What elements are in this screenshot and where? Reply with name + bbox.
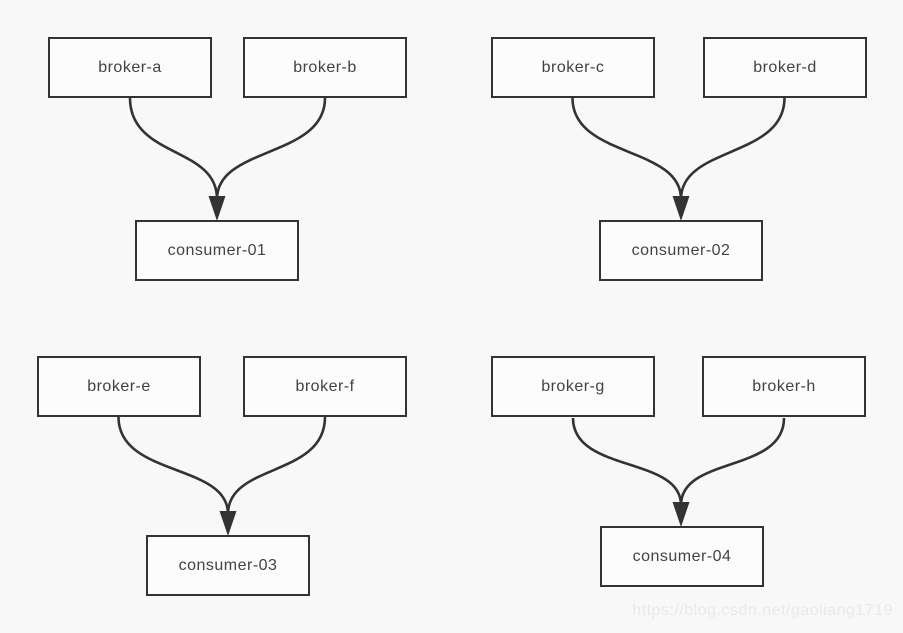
node-label: broker-h xyxy=(752,377,816,395)
arrowhead-consumer-03 xyxy=(219,511,237,536)
node-broker-f: broker-f xyxy=(243,356,407,417)
node-broker-g: broker-g xyxy=(491,356,655,417)
edge-broker-e-consumer-03 xyxy=(117,416,230,515)
node-broker-c: broker-c xyxy=(491,37,655,98)
node-label: broker-d xyxy=(753,58,817,76)
edge-broker-g-consumer-04 xyxy=(571,417,683,506)
node-label: consumer-02 xyxy=(631,241,731,259)
watermark-url: https://blog.csdn.net/gaoliang1719 xyxy=(632,602,893,619)
arrowhead-consumer-04 xyxy=(672,502,690,527)
node-broker-b: broker-b xyxy=(243,37,407,98)
node-label: broker-e xyxy=(87,377,151,395)
edge-broker-d-consumer-02 xyxy=(679,97,786,200)
node-label: broker-f xyxy=(295,377,355,395)
node-broker-a: broker-a xyxy=(48,37,212,98)
node-label: broker-a xyxy=(98,58,162,76)
node-label: broker-c xyxy=(541,58,605,76)
node-label: consumer-01 xyxy=(167,241,267,259)
node-broker-e: broker-e xyxy=(37,356,201,417)
node-label: consumer-03 xyxy=(178,556,278,574)
node-broker-d: broker-d xyxy=(703,37,867,98)
edge-broker-c-consumer-02 xyxy=(571,97,683,200)
node-label: consumer-04 xyxy=(632,547,732,565)
node-consumer-02: consumer-02 xyxy=(599,220,763,281)
node-consumer-04: consumer-04 xyxy=(600,526,764,587)
node-label: broker-g xyxy=(541,377,605,395)
arrowhead-consumer-02 xyxy=(672,196,690,221)
node-broker-h: broker-h xyxy=(702,356,866,417)
edge-broker-f-consumer-03 xyxy=(226,416,327,515)
node-consumer-03: consumer-03 xyxy=(146,535,310,596)
edge-broker-h-consumer-04 xyxy=(679,417,786,506)
arrowhead-consumer-01 xyxy=(208,196,226,221)
edge-broker-b-consumer-01 xyxy=(215,97,327,200)
edge-broker-a-consumer-01 xyxy=(128,97,219,200)
node-consumer-01: consumer-01 xyxy=(135,220,299,281)
node-label: broker-b xyxy=(293,58,357,76)
